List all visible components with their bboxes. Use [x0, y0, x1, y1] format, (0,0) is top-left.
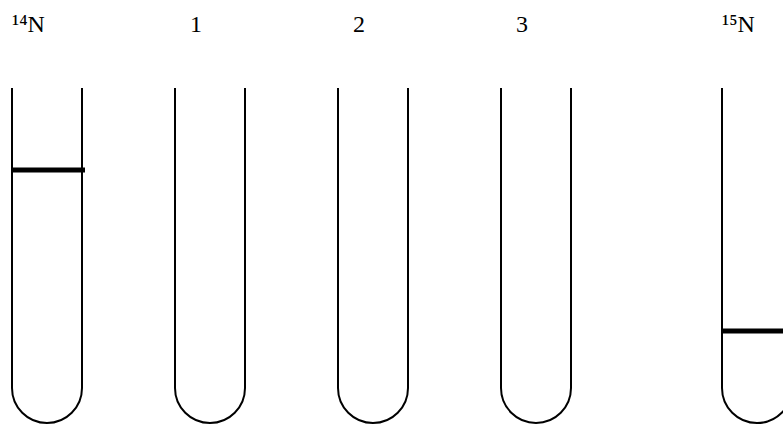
tube-number: 2 [353, 12, 365, 36]
test-tube [175, 88, 245, 423]
test-tube [338, 88, 408, 423]
test-tube [501, 88, 571, 423]
isotope-label: ¹⁴N [12, 12, 45, 36]
isotope-label: ¹⁵N [722, 12, 755, 36]
dna-band [722, 329, 783, 334]
dna-band [12, 168, 85, 173]
tube-number: 3 [516, 12, 528, 36]
test-tube [722, 88, 783, 423]
tube-number: 1 [190, 12, 202, 36]
test-tube [12, 88, 82, 423]
